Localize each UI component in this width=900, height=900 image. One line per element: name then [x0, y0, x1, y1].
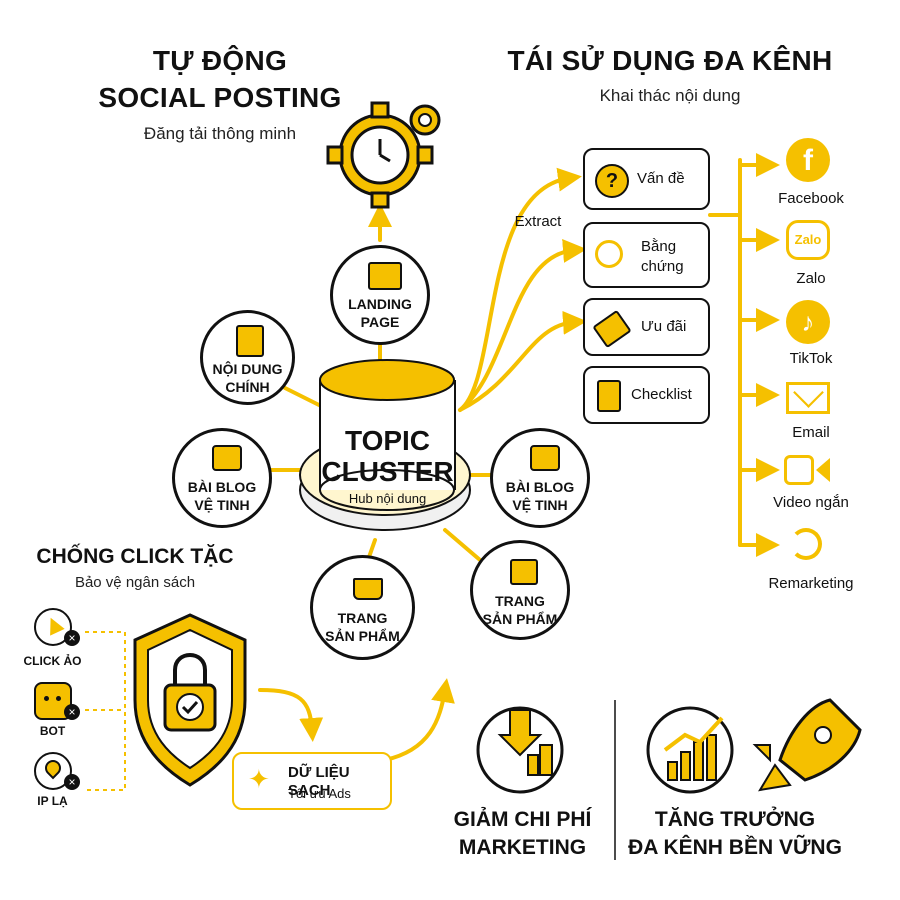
arrow-shield-to-clean: [258, 688, 324, 742]
close-icon: ×: [64, 704, 80, 720]
topic-cluster-hub: [299, 359, 471, 531]
curve-extract-1: [458, 167, 582, 412]
connector-main-content: [283, 386, 327, 410]
extract-item-label: Checklist: [631, 386, 692, 403]
channel-facebook[interactable]: Facebook: [778, 190, 844, 207]
webpage-icon: [368, 262, 402, 290]
chat-bubble-icon: [530, 445, 560, 471]
outcome-cost-line1: GIẢM CHI PHÍ: [453, 808, 592, 831]
social-title-line2: SOCIAL POSTING: [98, 82, 342, 113]
node-label: TRANG: [495, 593, 545, 609]
channel-email[interactable]: Email: [792, 424, 830, 441]
reuse-subtitle: Khai thác nội dung: [599, 86, 741, 105]
threat-label: CLICK ẢO: [23, 654, 82, 668]
close-icon: ×: [64, 630, 80, 646]
node-blog-right[interactable]: BÀI BLOG VỆ TINH: [490, 428, 590, 528]
curve-extract-2: [458, 238, 587, 412]
node-label: CHÍNH: [225, 379, 270, 395]
extract-item-label: Bằng: [641, 238, 677, 255]
extract-box-problem[interactable]: ? Vấn đề: [583, 148, 710, 210]
tiktok-icon: ♪: [786, 300, 830, 344]
hub-subtitle: Hub nội dung: [348, 491, 427, 506]
node-product-left[interactable]: TRANG SẢN PHẨM: [310, 555, 415, 660]
extract-box-checklist[interactable]: Checklist: [583, 366, 710, 424]
social-title-line1: TỰ ĐỘNG: [152, 45, 288, 76]
growth-chart-icon: [646, 706, 734, 794]
facebook-icon: f: [786, 138, 830, 182]
threat-label: BOT: [39, 724, 66, 738]
extract-box-offer[interactable]: Ưu đãi: [583, 298, 710, 356]
outcome-growth-line2: ĐA KÊNH BỀN VỮNG: [628, 836, 842, 859]
node-label: NỘI DUNG: [212, 361, 283, 377]
extract-item-label: Ưu đãi: [641, 318, 687, 335]
robot-icon: [34, 682, 72, 720]
hub-title-line1: TOPIC: [344, 425, 431, 456]
extract-label: Extract: [514, 213, 562, 230]
extract-item-label: Vấn đề: [637, 170, 685, 187]
node-label: VỆ TINH: [512, 497, 568, 513]
chat-bubble-icon: [212, 445, 242, 471]
node-label: TRANG: [337, 610, 388, 626]
sparkle-icon: ✦: [248, 764, 270, 794]
channel-video[interactable]: Video ngắn: [773, 494, 849, 511]
extract-item-label: chứng: [641, 258, 684, 275]
reuse-title: TÁI SỬ DỤNG ĐA KÊNH: [507, 45, 833, 76]
node-label: SẢN PHẨM: [482, 611, 558, 627]
hub-title-line2: CLUSTER: [321, 456, 454, 487]
fraud-subtitle: Bảo vệ ngân sách: [74, 574, 196, 591]
curve-extract-3: [458, 310, 587, 412]
node-blog-left[interactable]: BÀI BLOG VỆ TINH: [172, 428, 272, 528]
clean-data-subtitle: Tối ưu Ads: [288, 786, 351, 801]
shield-icon: [133, 613, 247, 787]
fraud-title: CHỐNG CLICK TẶC: [36, 545, 234, 568]
cost-down-chart-icon: [476, 706, 564, 794]
video-camera-lens: [816, 458, 830, 482]
clean-data-title: DỮ LIỆU SẠCH: [288, 764, 350, 799]
node-label: BÀI BLOG: [187, 479, 257, 495]
shopping-cart-icon: [353, 578, 383, 600]
gear-icon: [326, 101, 434, 209]
node-product-right[interactable]: TRANG SẢN PHẨM: [470, 540, 570, 640]
outcome-growth-line1: TĂNG TRƯỞNG: [654, 808, 816, 831]
channel-zalo[interactable]: Zalo: [796, 270, 826, 287]
extract-box-evidence[interactable]: Bằng chứng: [583, 222, 710, 288]
clean-data-box[interactable]: ✦ DỮ LIỆU SẠCH Tối ưu Ads: [232, 752, 392, 810]
node-label: SẢN PHẨM: [325, 628, 400, 644]
zalo-icon: Zalo: [786, 220, 830, 260]
clipboard-icon: [597, 380, 621, 412]
arrow-clean-to-outcomes: [383, 678, 455, 762]
node-label: BÀI BLOG: [505, 479, 575, 495]
node-label: PAGE: [360, 314, 400, 330]
refresh-icon: [790, 528, 822, 560]
video-icon: [784, 455, 814, 485]
node-label: LANDING: [348, 296, 412, 312]
channel-remarketing[interactable]: Remarketing: [768, 575, 854, 592]
close-icon: ×: [64, 774, 80, 790]
social-subtitle: Đăng tải thông minh: [143, 124, 297, 143]
rocket-icon: [752, 698, 862, 792]
connector-product-right: [443, 528, 482, 562]
node-main-content[interactable]: NỘI DUNG CHÍNH: [200, 310, 295, 405]
channel-tiktok[interactable]: TikTok: [789, 350, 833, 367]
outcome-cost-line2: MARKETING: [458, 836, 587, 859]
tag-icon: [592, 309, 632, 349]
magnifier-icon: [595, 240, 623, 268]
question-icon: ?: [595, 164, 629, 198]
node-label: VỆ TINH: [194, 497, 250, 513]
small-gear-icon: [409, 104, 441, 136]
shopping-bag-icon: [510, 559, 538, 585]
threat-label: IP LẠ: [37, 794, 68, 808]
email-icon: [786, 377, 830, 414]
document-pen-icon: [236, 325, 264, 357]
node-landing-page[interactable]: LANDING PAGE: [330, 245, 430, 345]
